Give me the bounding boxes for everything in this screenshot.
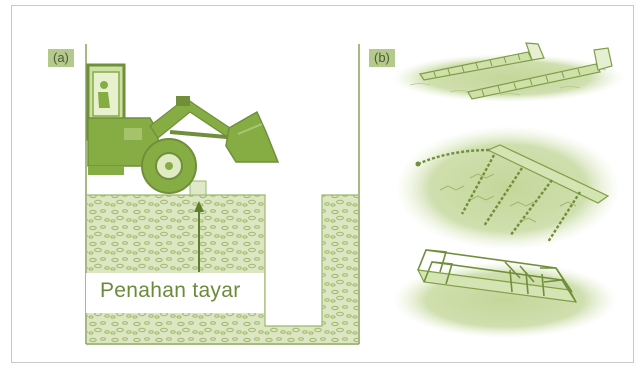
panel-a-label: (a) (48, 49, 74, 67)
panel-b (392, 42, 624, 338)
ground-fill (87, 195, 358, 343)
callout-box (86, 273, 264, 313)
panel-b-label: (b) (369, 49, 395, 67)
skid-ramp-icon (392, 42, 624, 102)
chain-drag-icon (396, 126, 620, 250)
frame-sled-icon (393, 249, 617, 338)
wheel-stop-block (189, 180, 207, 196)
wheel-loader-icon (86, 63, 280, 194)
wheel-stop-label: Penahan tayar (100, 279, 241, 302)
